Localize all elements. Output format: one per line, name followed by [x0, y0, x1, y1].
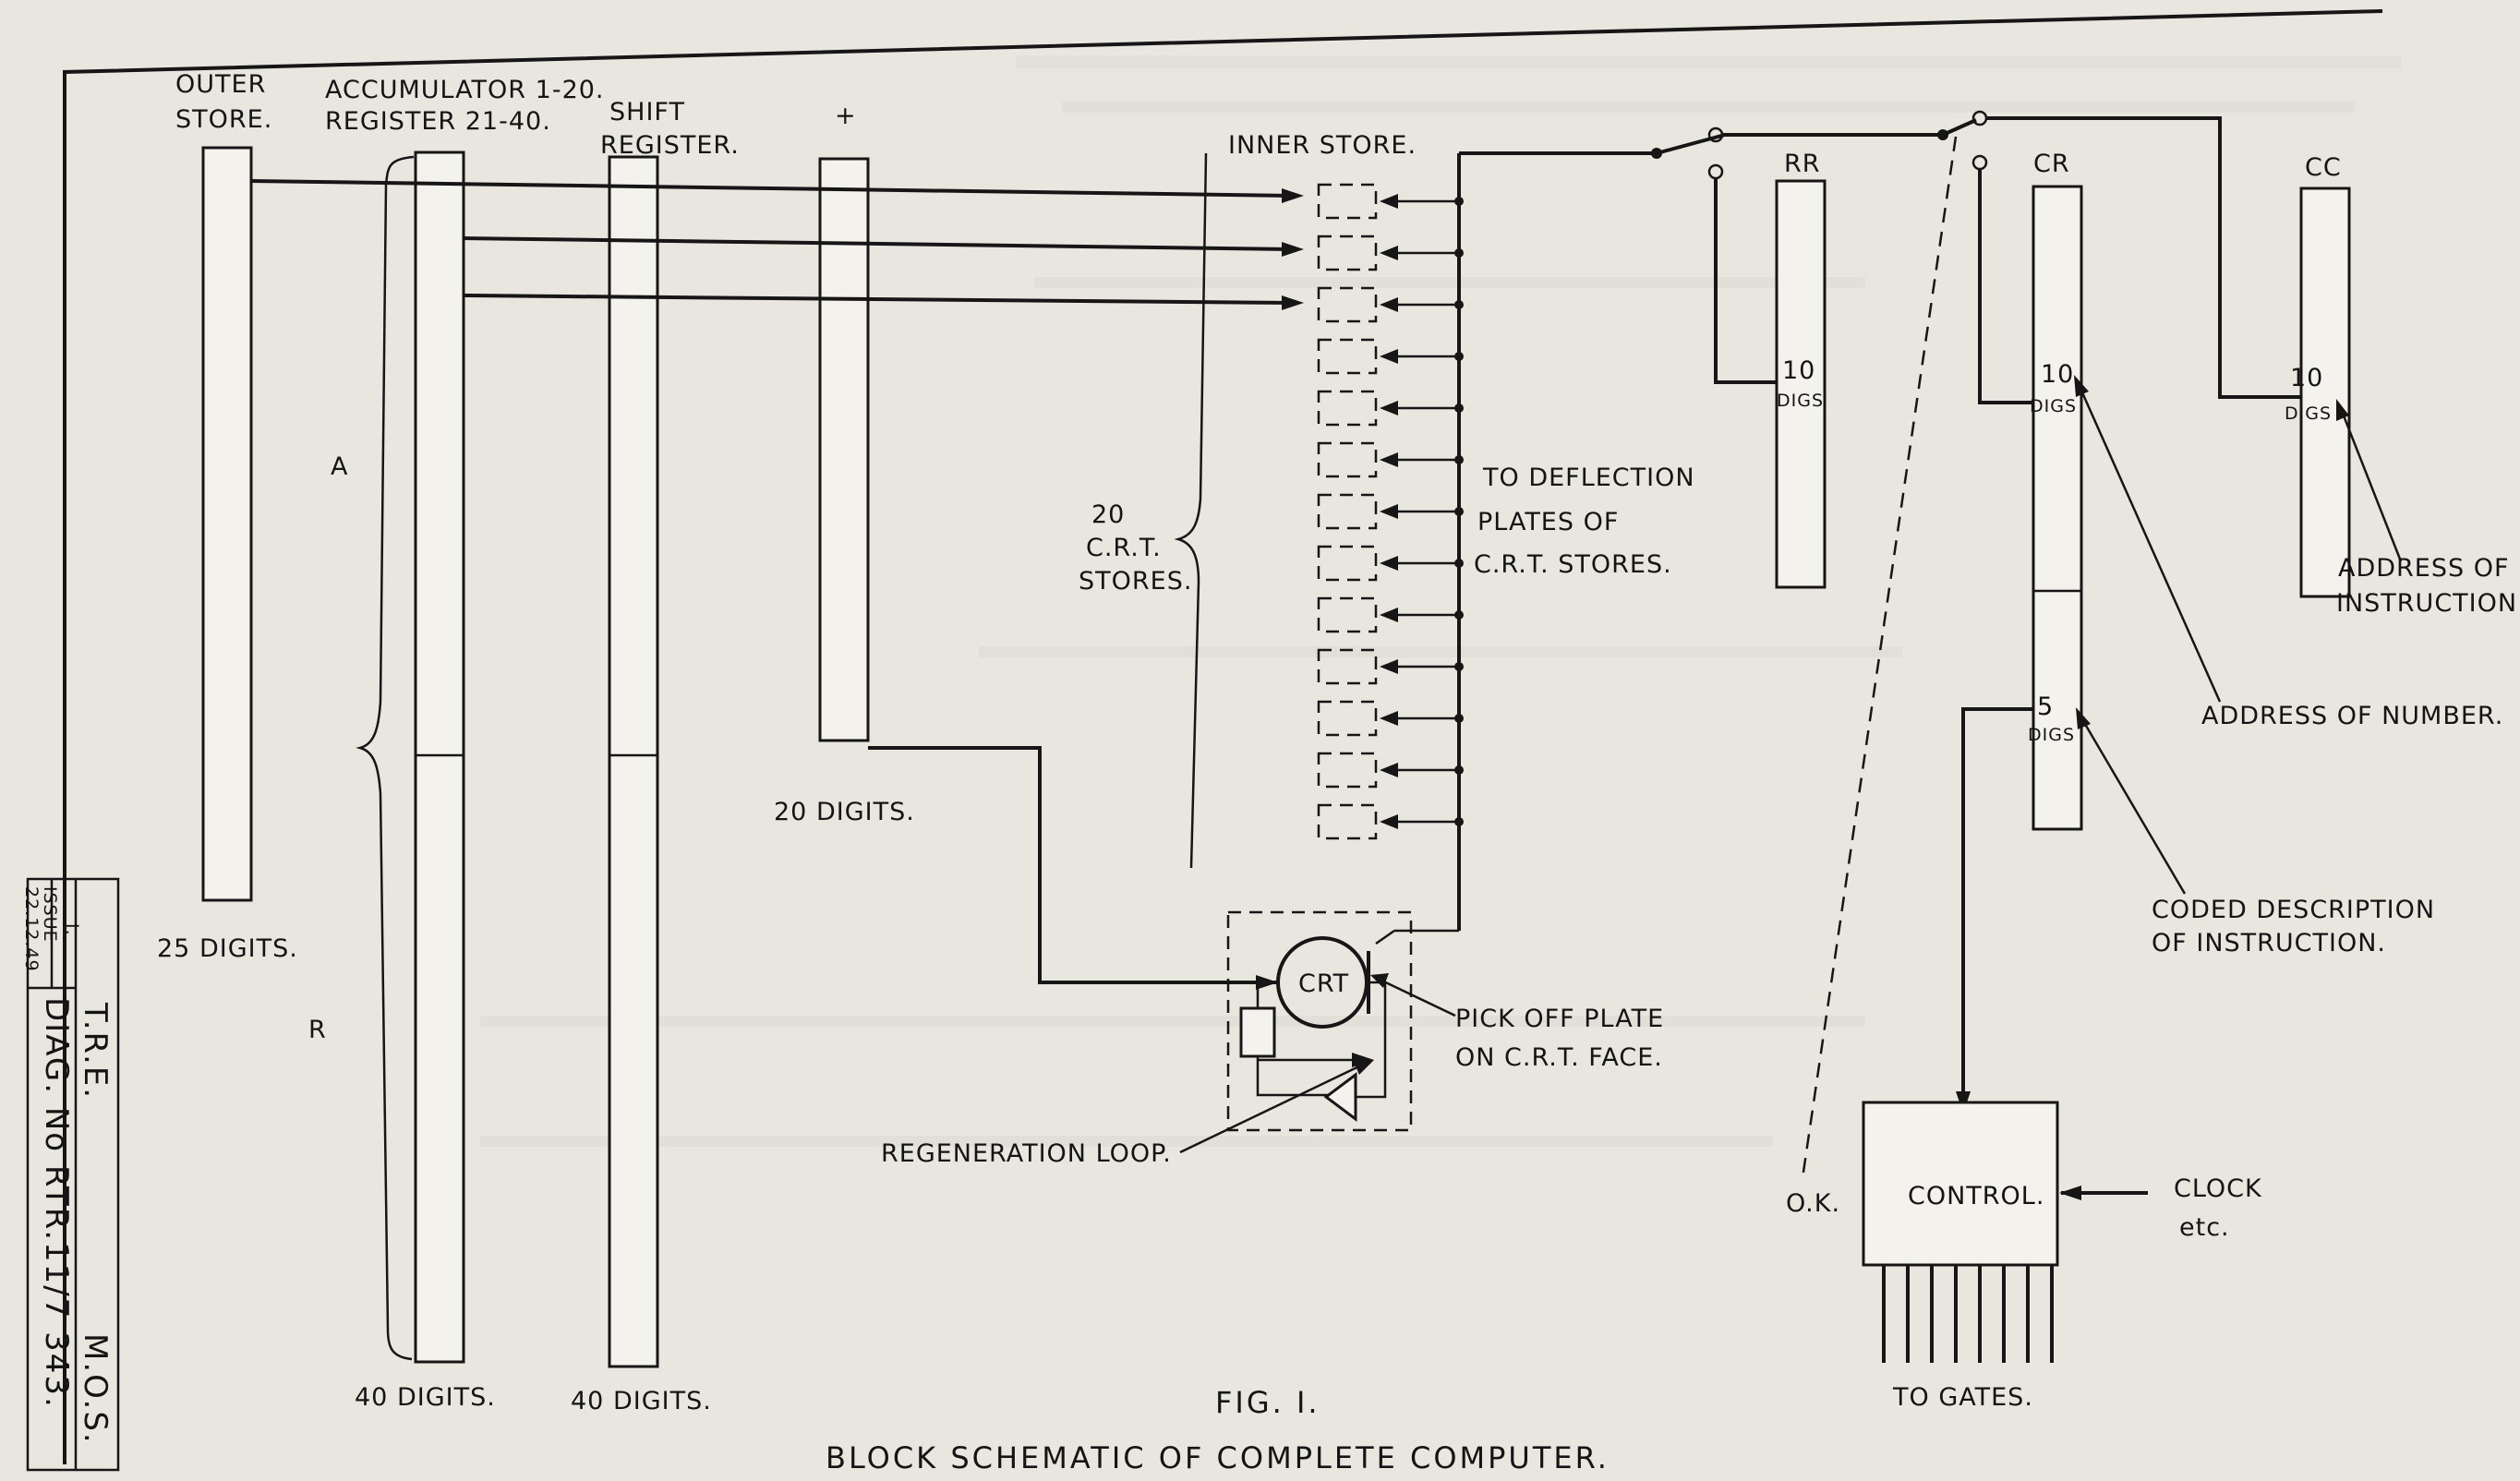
rr-digs-number: 10: [1782, 356, 1815, 385]
crt-store-labels: 20 C.R.T. STORES. TO DEFLECTION PLATES O…: [1079, 464, 1695, 596]
adder-to-crt-line: [868, 746, 1459, 990]
pickoff-label-1: PICK OFF PLATE: [1455, 1005, 1664, 1033]
cr-register: [2032, 185, 2083, 831]
paper-bleed-through: [480, 55, 2401, 1147]
crt-stores-brace: [1174, 152, 1208, 869]
address-of-instruction-label-1: ADDRESS OF: [2338, 554, 2510, 583]
stamp-mos: M.O.S.: [77, 1333, 114, 1445]
deflection-plate-bus: [1380, 151, 1653, 931]
to-gates-label: TO GATES.: [1892, 1383, 2033, 1412]
digit-count-labels: 20 DIGITS. 25 DIGITS. 40 DIGITS. 40 DIGI…: [157, 798, 915, 1415]
annotation-labels: ADDRESS OF INSTRUCTION. ADDRESS OF NUMBE…: [881, 554, 2520, 1168]
shift-register-label-1: SHIFT: [609, 98, 685, 126]
stamp-date: 22.12.49: [21, 886, 42, 972]
control-labels: O.K. CONTROL. CLOCK etc. TO GATES.: [1786, 1174, 2262, 1412]
inner-store-label: INNER STORE.: [1228, 131, 1417, 160]
control-box: [1862, 1101, 2059, 1267]
inner-store-crt-stores: [1317, 183, 1378, 840]
ok-dashed-line: [1801, 136, 1958, 1179]
regeneration-loop-label: REGENERATION LOOP.: [881, 1139, 1172, 1168]
rr-register: [1775, 179, 1827, 589]
stamp-issue-number: I.: [62, 923, 82, 936]
cc-label: CC: [2305, 153, 2342, 182]
deflection-label-2: PLATES OF: [1477, 508, 1619, 536]
accumulator-digits-label: 40 DIGITS.: [355, 1383, 496, 1412]
adder-plus-label: +: [835, 102, 857, 130]
diagram-title: BLOCK SCHEMATIC OF COMPLETE COMPUTER.: [826, 1440, 1610, 1475]
deflection-label-1: TO DEFLECTION: [1482, 464, 1695, 492]
accumulator-register: [414, 151, 465, 1364]
control-label: CONTROL.: [1908, 1182, 2044, 1210]
cr-digs-unit: DIGS: [2030, 396, 2077, 416]
stamp-diagram-number: DIAG. No RTR.11/7 343.: [38, 997, 75, 1409]
cc-digs-unit: DIGS: [2285, 403, 2332, 424]
ok-label: O.K.: [1786, 1189, 1840, 1218]
adder-digits-label: 20 DIGITS.: [774, 798, 915, 826]
accumulator-r-label: R: [308, 1016, 327, 1044]
adder-register: [818, 157, 870, 742]
cc-digs-number: 10: [2290, 364, 2323, 392]
control-bus: [1459, 110, 2301, 404]
accumulator-label-2: REGISTER 21-40.: [325, 107, 551, 136]
address-pointers: [2074, 375, 2403, 895]
accumulator-a-label: A: [331, 452, 348, 481]
data-bus-lines: [250, 179, 1304, 310]
cc-register: [2299, 187, 2351, 598]
address-of-instruction-label-2: INSTRUCTION.: [2336, 589, 2520, 618]
outer-store-label-2: STORE.: [175, 105, 272, 134]
sheet-border: [63, 9, 2383, 1464]
crt-stores-label-1: 20: [1091, 500, 1125, 529]
rr-label: RR: [1784, 150, 1821, 178]
outer-store-label-1: OUTER: [175, 70, 266, 99]
stamp-tre: T.R.E.: [77, 1002, 114, 1100]
crt-stores-label-2: C.R.T.: [1086, 534, 1162, 562]
coded-description-label-1: CODED DESCRIPTION: [2152, 896, 2435, 924]
figure-caption: FIG. I. BLOCK SCHEMATIC OF COMPLETE COMP…: [826, 1385, 1610, 1475]
crt-label: CRT: [1298, 969, 1349, 998]
gate-output-lines: [1882, 1265, 2054, 1363]
shift-register: [608, 155, 659, 1368]
crt-regeneration-unit: [1226, 910, 1413, 1132]
clock-label-2: etc.: [2179, 1213, 2230, 1242]
accumulator-label-1: ACCUMULATOR 1-20.: [325, 76, 605, 104]
cr-digs5-unit: DIGS: [2028, 725, 2075, 745]
clock-arrow: [2059, 1186, 2148, 1200]
stamp-issue-label: ISSUE: [40, 886, 60, 943]
deflection-label-3: C.R.T. STORES.: [1474, 550, 1672, 579]
coded-description-label-2: OF INSTRUCTION.: [2152, 929, 2386, 957]
title-block-stamp: ISSUE I. 22.12.49 T.R.E. M.O.S. DIAG. No…: [21, 877, 120, 1472]
outer-store-register: [201, 146, 253, 902]
shift-register-label-2: REGISTER.: [600, 131, 740, 160]
register-labels: OUTER STORE. ACCUMULATOR 1-20. REGISTER …: [175, 70, 2342, 1044]
clock-label-1: CLOCK: [2174, 1174, 2262, 1203]
cr-digs5-number: 5: [2037, 692, 2054, 721]
address-of-number-label: ADDRESS OF NUMBER.: [2201, 702, 2503, 730]
figure-number: FIG. I.: [1215, 1385, 1320, 1420]
outer-store-digits-label: 25 DIGITS.: [157, 934, 298, 963]
cr-to-control-line: [1956, 707, 2033, 1114]
cr-digs-number: 10: [2041, 360, 2074, 389]
pickoff-pointer: [1370, 973, 1456, 1017]
shift-register-digits-label: 40 DIGITS.: [571, 1387, 712, 1415]
crt-stores-label-3: STORES.: [1079, 567, 1192, 596]
regen-pointer: [1179, 1060, 1374, 1154]
register-digit-labels: 10 DIGS 10 DIGS 5 DIGS 10 DIGS: [1777, 356, 2332, 745]
cr-label: CR: [2033, 150, 2070, 178]
pickoff-label-2: ON C.R.T. FACE.: [1455, 1043, 1663, 1072]
accumulator-brace: [356, 155, 415, 1361]
rr-digs-unit: DIGS: [1777, 391, 1824, 411]
